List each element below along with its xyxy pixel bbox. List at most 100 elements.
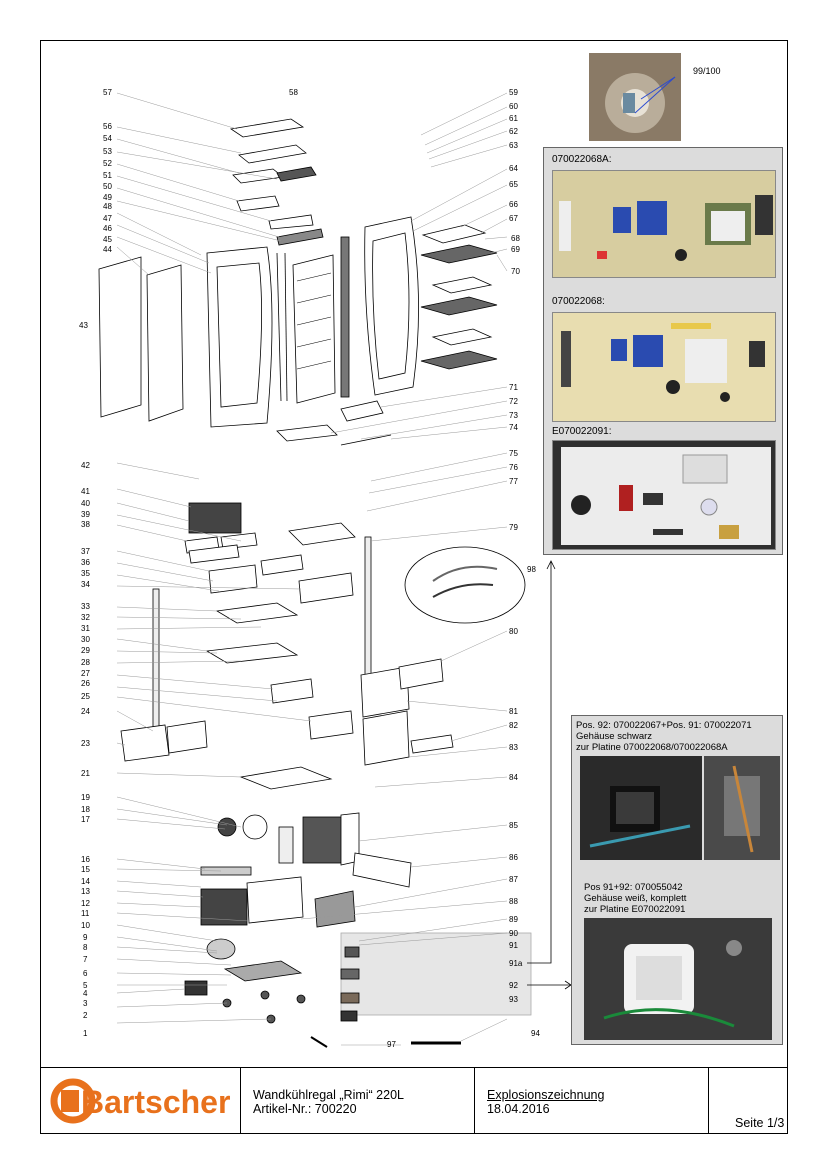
callout-92: 92: [509, 981, 518, 990]
callout-68: 68: [511, 234, 520, 243]
callout-11: 11: [81, 909, 90, 918]
callout-86: 86: [509, 853, 518, 862]
callout-28: 28: [81, 658, 90, 667]
callout-79: 79: [509, 523, 518, 532]
board-photo-b: [552, 312, 776, 422]
caption-first-line2: Gehäuse schwarz: [576, 731, 653, 742]
callout-54: 54: [103, 134, 112, 143]
callout-23: 23: [81, 739, 90, 748]
callout-58: 58: [289, 88, 298, 97]
callout-82: 82: [509, 721, 518, 730]
callout-57: 57: [103, 88, 112, 97]
board-photo-a: [552, 170, 776, 278]
component-photo-graphic: [605, 73, 676, 133]
product-cell: Wandkühlregal „Rimi“ 220L Artikel-Nr.: 7…: [241, 1068, 475, 1134]
callout-4: 4: [83, 989, 88, 998]
callout-38: 38: [81, 520, 90, 529]
callout-48: 48: [103, 202, 112, 211]
callout-94: 94: [531, 1029, 540, 1038]
callout-80: 80: [509, 627, 518, 636]
housing-photo-white: [584, 918, 772, 1040]
housing-white-graphic: [603, 940, 742, 1028]
callout-83: 83: [509, 743, 518, 752]
callout-63: 63: [509, 141, 518, 150]
board-label-b: 070022068:: [552, 296, 605, 307]
board-b-graphic: [553, 313, 775, 421]
page-number: Seite 1/3: [735, 1116, 785, 1130]
callout-26: 26: [81, 679, 90, 688]
callout-62: 62: [509, 127, 518, 136]
callout-13: 13: [81, 887, 90, 896]
callout-98: 98: [527, 565, 536, 574]
callout-60: 60: [509, 102, 518, 111]
callout-50: 50: [103, 182, 112, 191]
callout-30: 30: [81, 635, 90, 644]
callout-65: 65: [509, 180, 518, 189]
callout-90: 90: [509, 929, 518, 938]
callout-75: 75: [509, 449, 518, 458]
housing-photo-black-right: [704, 756, 780, 860]
callout-87: 87: [509, 875, 518, 884]
callout-12: 12: [81, 899, 90, 908]
callout-15: 15: [81, 865, 90, 874]
callout-72: 72: [509, 397, 518, 406]
housing-black-right-graphic: [724, 765, 760, 853]
drawing-sheet: 57 58 56 54 53 52 51 50 49 48 47 46 45 4…: [40, 40, 788, 1134]
callout-42: 42: [81, 461, 90, 470]
callout-91: 91: [509, 941, 518, 950]
callout-3: 3: [83, 999, 88, 1008]
article-number: Artikel-Nr.: 700220: [253, 1102, 357, 1116]
callout-97: 97: [387, 1040, 396, 1049]
callout-77: 77: [509, 477, 518, 486]
caption-second-line2: Gehäuse weiß, komplett: [584, 893, 687, 904]
callout-66: 66: [509, 200, 518, 209]
callout-99-100: 99/100: [693, 66, 721, 76]
callout-10: 10: [81, 921, 90, 930]
document-cell: Explosionszeichnung 18.04.2016: [475, 1068, 709, 1134]
title-block: Bartscher Wandkühlregal „Rimi“ 220L Arti…: [41, 1067, 787, 1134]
callout-8: 8: [83, 943, 88, 952]
callout-19: 19: [81, 793, 90, 802]
callout-2: 2: [83, 1011, 88, 1020]
callout-51: 51: [103, 171, 112, 180]
circuit-board-panel: 070022068A: 070022068:: [543, 147, 783, 555]
callout-93: 93: [509, 995, 518, 1004]
callout-32: 32: [81, 613, 90, 622]
callout-24: 24: [81, 707, 90, 716]
callout-89: 89: [509, 915, 518, 924]
logo-cell: Bartscher: [41, 1068, 241, 1134]
callout-74: 74: [509, 423, 518, 432]
callout-16: 16: [81, 855, 90, 864]
callout-39: 39: [81, 510, 90, 519]
caption-second-line3: zur Platine E070022091: [584, 904, 686, 915]
caption-second-line1: Pos 91+92: 070055042: [584, 882, 683, 893]
callout-44: 44: [103, 245, 112, 254]
board-a-graphic: [553, 171, 775, 277]
callout-33: 33: [81, 602, 90, 611]
board-c-graphic: [561, 447, 771, 545]
caption-first-line3: zur Platine 070022068/070022068A: [576, 742, 728, 753]
document-date: 18.04.2016: [487, 1102, 550, 1116]
callout-1: 1: [83, 1029, 88, 1038]
callout-35: 35: [81, 569, 90, 578]
callout-91a: 91a: [509, 959, 523, 968]
callout-14: 14: [81, 877, 90, 886]
housing-black-graphic: [589, 786, 691, 848]
housing-photo-panel: Pos. 92: 070022067+Pos. 91: 070022071 Ge…: [571, 715, 783, 1045]
callout-36: 36: [81, 558, 90, 567]
callout-81: 81: [509, 707, 518, 716]
callout-46: 46: [103, 224, 112, 233]
callout-52: 52: [103, 159, 112, 168]
product-name: Wandkühlregal „Rimi“ 220L: [253, 1088, 404, 1102]
callout-85: 85: [509, 821, 518, 830]
callout-34: 34: [81, 580, 90, 589]
callout-76: 76: [509, 463, 518, 472]
callout-73: 73: [509, 411, 518, 420]
callout-67: 67: [509, 214, 518, 223]
callout-61: 61: [509, 114, 518, 123]
callout-88: 88: [509, 897, 518, 906]
component-photo-99-100: [589, 53, 681, 141]
logo-text: Bartscher: [81, 1084, 230, 1120]
callout-45: 45: [103, 235, 112, 244]
callout-53: 53: [103, 147, 112, 156]
